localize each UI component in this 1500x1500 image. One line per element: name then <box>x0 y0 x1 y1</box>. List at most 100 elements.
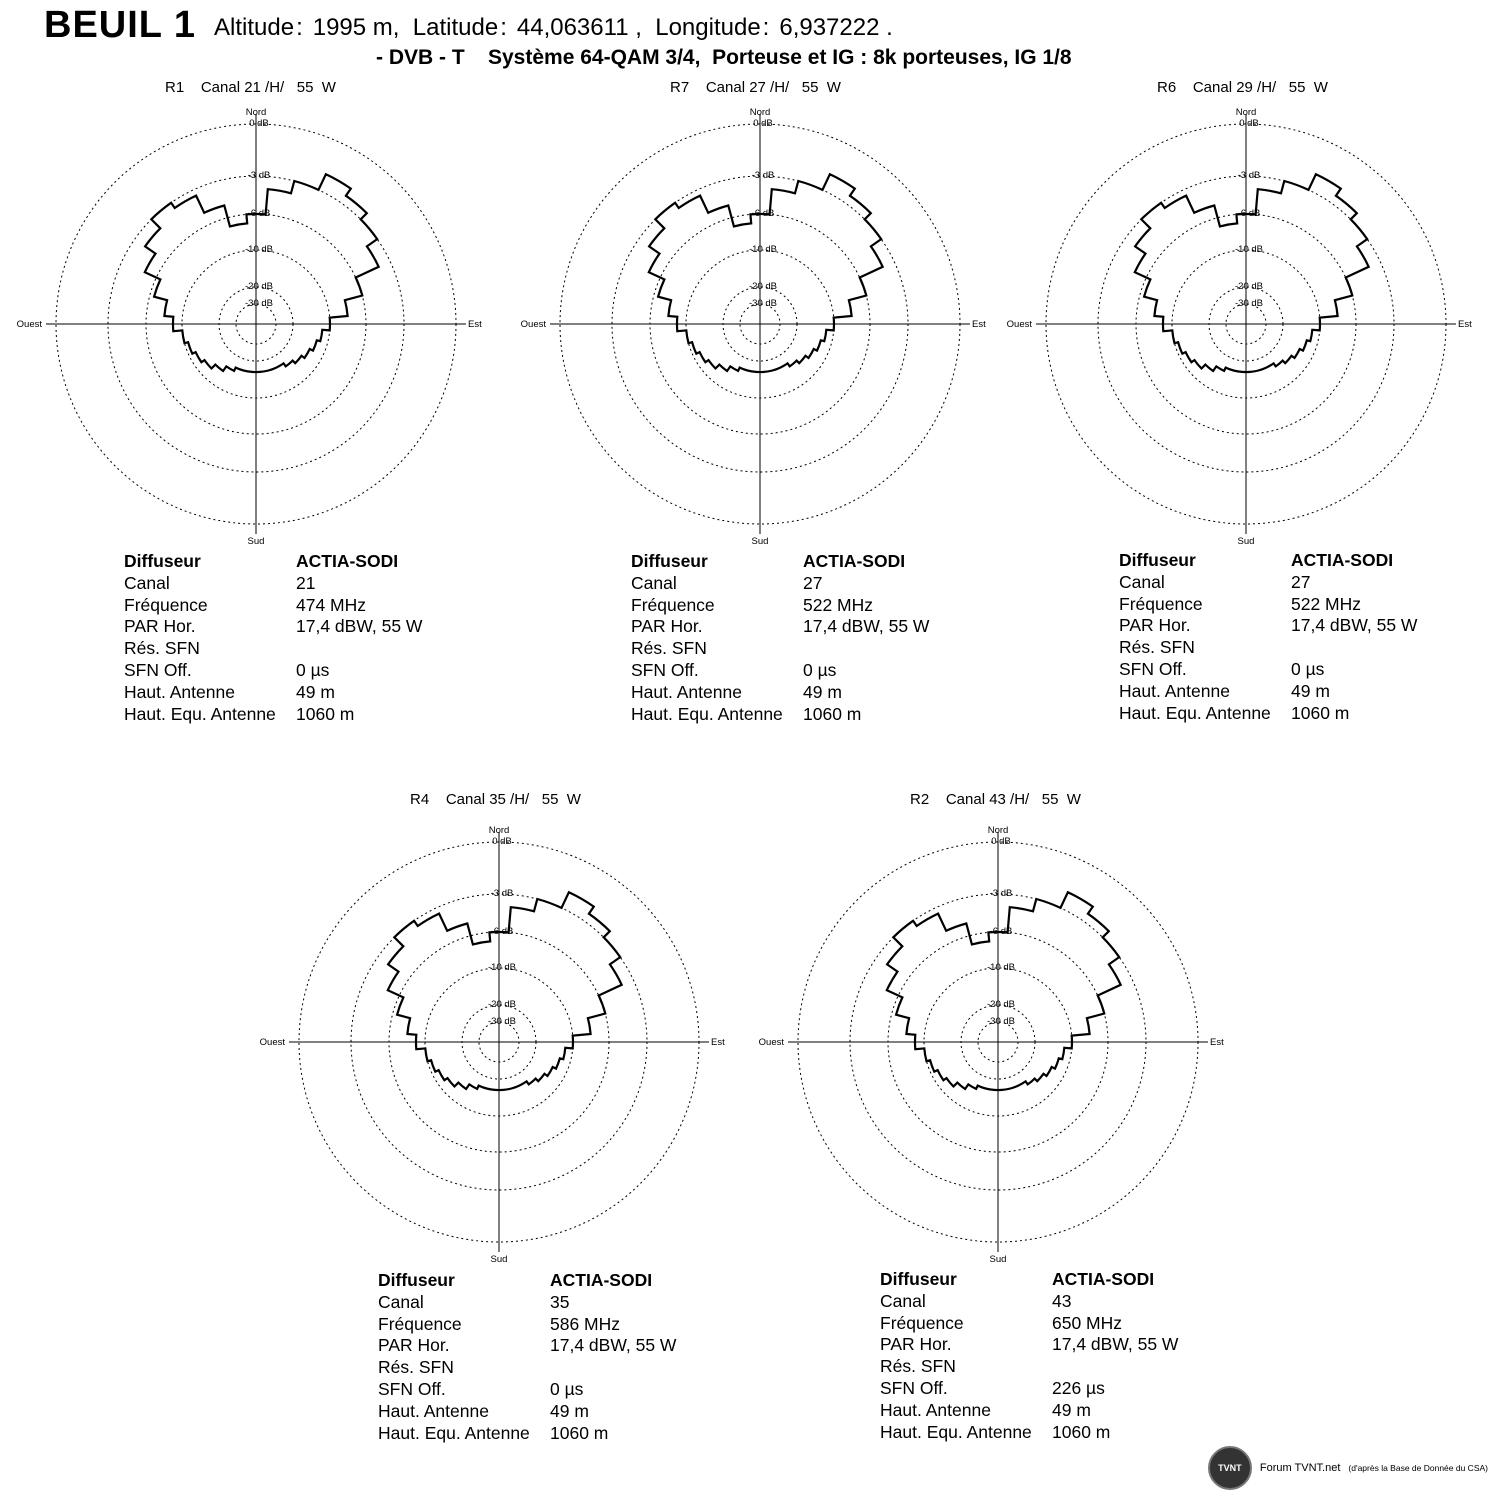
radiation-pattern <box>885 890 1123 1092</box>
label-res-sfn: Rés. SFN <box>880 1356 956 1377</box>
value-canal: 35 <box>550 1291 570 1312</box>
label-res-sfn: Rés. SFN <box>631 638 707 659</box>
panel-title-r6: R6 Canal 29 /H/ 55 W <box>1157 79 1328 96</box>
ring-label: -10 dB <box>1235 244 1263 255</box>
compass-west: Ouest <box>260 1037 286 1048</box>
compass-east: Est <box>1210 1037 1224 1048</box>
value-canal: 27 <box>1291 571 1311 592</box>
compass-east: Est <box>972 319 986 330</box>
value-canal: 27 <box>803 572 823 593</box>
value-par: 17,4 dBW, 55 W <box>296 616 423 637</box>
value-haut-antenne: 49 m <box>550 1400 589 1421</box>
value-diffuseur: ACTIA-SODI <box>550 1270 653 1290</box>
label-diffuseur: Diffuseur <box>1119 550 1196 570</box>
label-sfn-off: SFN Off. <box>880 1377 948 1398</box>
value-res-sfn <box>1052 1356 1178 1378</box>
label-haut-equ: Haut. Equ. Antenne <box>124 703 276 724</box>
radiation-pattern <box>1133 172 1371 374</box>
value-canal: 43 <box>1052 1290 1072 1311</box>
compass-west: Ouest <box>759 1037 785 1048</box>
value-diffuseur: ACTIA-SODI <box>1052 1269 1155 1289</box>
value-res-sfn <box>803 638 929 660</box>
compass-east: Est <box>711 1037 725 1048</box>
value-diffuseur: ACTIA-SODI <box>296 551 399 571</box>
value-res-sfn <box>1291 637 1417 659</box>
radiation-pattern <box>386 890 624 1092</box>
ring-label: -3 dB <box>752 170 775 181</box>
compass-south: Sud <box>1238 536 1255 547</box>
value-frequence: 650 MHz <box>1052 1312 1123 1333</box>
ring-label: -3 dB <box>1238 170 1261 181</box>
latitude-value: 44,063611 , <box>516 14 642 41</box>
label-diffuseur: Diffuseur <box>631 551 708 571</box>
ring-label: 0 dB <box>991 836 1011 847</box>
label-frequence: Fréquence <box>631 594 715 615</box>
value-haut-equ: 1060 m <box>1291 702 1350 723</box>
value-haut-antenne: 49 m <box>296 681 335 702</box>
ring-label: -30 dB <box>488 1016 516 1027</box>
tvnt-logo: TVNT <box>1207 1446 1252 1490</box>
label-sfn-off: SFN Off. <box>124 659 192 680</box>
label-par: PAR Hor. <box>880 1334 952 1355</box>
value-haut-equ: 1060 m <box>803 703 862 724</box>
altitude-value: 1995 m, <box>312 14 400 41</box>
ring-label: -20 dB <box>987 999 1015 1010</box>
ring-label: -20 dB <box>1235 281 1263 292</box>
footer-forum-link[interactable]: Forum TVNT.net <box>1259 1462 1341 1474</box>
ring-label: -20 dB <box>749 281 777 292</box>
latitude-label: Latitude <box>412 14 499 41</box>
label-haut-equ: Haut. Equ. Antenne <box>378 1422 530 1443</box>
ring-label: -30 dB <box>245 298 273 309</box>
compass-west: Ouest <box>17 319 43 330</box>
value-haut-antenne: 49 m <box>1291 680 1330 701</box>
page-title: BEUIL 1 <box>44 4 197 46</box>
ring-label: -30 dB <box>1235 298 1263 309</box>
label-res-sfn: Rés. SFN <box>378 1357 454 1378</box>
ring-label: -3 dB <box>990 888 1013 899</box>
label-frequence: Fréquence <box>124 594 208 615</box>
ring-label: 0 dB <box>753 118 773 129</box>
label-diffuseur: Diffuseur <box>378 1270 455 1290</box>
label-diffuseur: Diffuseur <box>124 551 201 571</box>
compass-west: Ouest <box>521 319 547 330</box>
label-haut-antenne: Haut. Antenne <box>378 1400 489 1421</box>
site-info: Altitude:1995 m, Latitude:44,063611 , Lo… <box>214 14 893 41</box>
value-haut-antenne: 49 m <box>1052 1399 1091 1420</box>
value-haut-antenne: 49 m <box>803 681 842 702</box>
label-haut-equ: Haut. Equ. Antenne <box>880 1421 1032 1442</box>
label-haut-equ: Haut. Equ. Antenne <box>631 703 783 724</box>
label-res-sfn: Rés. SFN <box>1119 637 1195 658</box>
ring-label: 0 dB <box>492 836 512 847</box>
value-frequence: 474 MHz <box>296 594 367 615</box>
label-haut-antenne: Haut. Antenne <box>1119 680 1230 701</box>
ring-label: -30 dB <box>987 1016 1015 1027</box>
label-diffuseur: Diffuseur <box>880 1269 957 1289</box>
label-par: PAR Hor. <box>124 616 196 637</box>
value-frequence: 522 MHz <box>803 594 874 615</box>
value-canal: 21 <box>296 572 316 593</box>
value-haut-equ: 1060 m <box>1052 1421 1111 1442</box>
value-diffuseur: ACTIA-SODI <box>803 551 906 571</box>
ring-label: -10 dB <box>749 244 777 255</box>
ring-label: -3 dB <box>491 888 514 899</box>
compass-north: Nord <box>246 107 267 118</box>
value-par: 17,4 dBW, 55 W <box>1291 615 1418 636</box>
compass-north: Nord <box>1236 107 1257 118</box>
compass-west: Ouest <box>1007 319 1033 330</box>
ring-label: -3 dB <box>248 170 271 181</box>
label-frequence: Fréquence <box>378 1313 462 1334</box>
value-par: 17,4 dBW, 55 W <box>550 1335 677 1356</box>
label-canal: Canal <box>631 572 677 593</box>
label-haut-equ: Haut. Equ. Antenne <box>1119 702 1271 723</box>
label-canal: Canal <box>1119 571 1165 592</box>
altitude-label: Altitude <box>214 14 295 41</box>
label-par: PAR Hor. <box>378 1335 450 1356</box>
compass-east: Est <box>468 319 482 330</box>
ring-label: -20 dB <box>245 281 273 292</box>
label-res-sfn: Rés. SFN <box>124 638 200 659</box>
